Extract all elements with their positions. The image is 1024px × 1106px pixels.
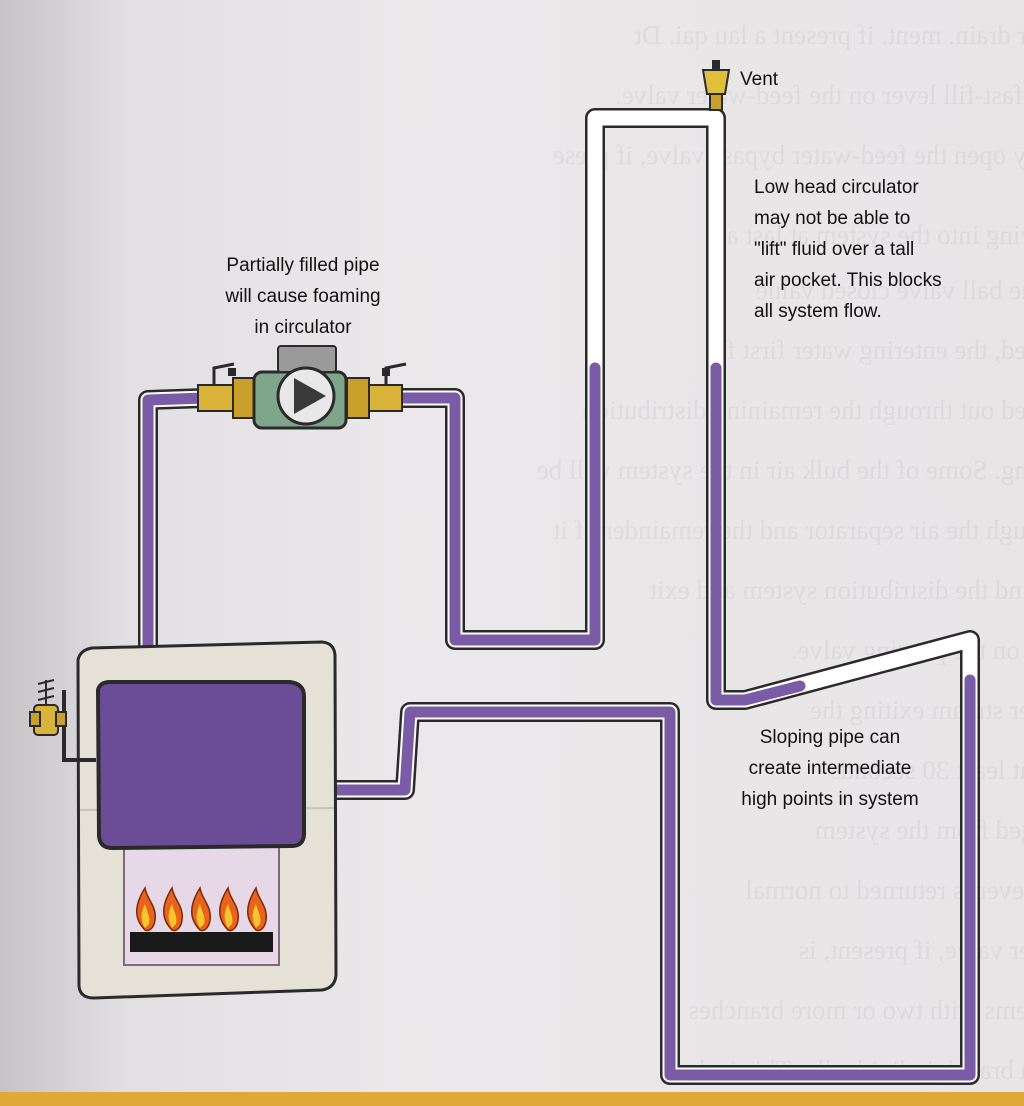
low-head-callout: Low head circulator may not be able to "… bbox=[754, 172, 942, 327]
flame-core-icon bbox=[168, 904, 177, 928]
vent-label: Vent bbox=[740, 69, 779, 90]
heat-exchanger bbox=[95, 680, 306, 851]
vent-icon bbox=[701, 60, 731, 111]
burner-bar bbox=[130, 932, 273, 952]
main-pipe-fluid bbox=[710, 362, 806, 706]
partial-fill-line: will cause foaming bbox=[225, 286, 381, 307]
sloping-callout: Sloping pipe can create intermediate hig… bbox=[700, 722, 960, 815]
boiler bbox=[29, 640, 338, 1000]
flame-core-icon bbox=[224, 904, 233, 928]
page-bottom-edge bbox=[0, 1092, 1024, 1106]
pipe-network bbox=[138, 108, 980, 1085]
sloping-line: Sloping pipe can bbox=[759, 727, 901, 748]
partial-fill-callout: Partially filled pipe will cause foaming… bbox=[188, 250, 418, 343]
supply-pipe-fluid bbox=[142, 392, 211, 696]
flame-icon bbox=[136, 885, 267, 932]
main-pipe-fluid bbox=[394, 362, 601, 646]
low-head-line: air pocket. This blocks bbox=[754, 270, 942, 291]
circulator-pump bbox=[197, 345, 407, 430]
partial-fill-line: in circulator bbox=[254, 317, 352, 338]
relief-valve-icon bbox=[29, 679, 96, 762]
flame-core-icon bbox=[196, 904, 205, 928]
low-head-line: may not be able to bbox=[754, 208, 911, 229]
flame-core-icon bbox=[141, 904, 150, 928]
sloping-line: create intermediate bbox=[748, 758, 912, 779]
pump-direction-icon bbox=[294, 378, 326, 414]
flame-core-icon bbox=[252, 904, 261, 928]
low-head-line: Low head circulator bbox=[754, 177, 919, 198]
partial-fill-line: Partially filled pipe bbox=[226, 255, 380, 276]
sloping-line: high points in system bbox=[741, 789, 919, 810]
low-head-line: all system flow. bbox=[754, 301, 882, 322]
low-head-line: "lift" fluid over a tall bbox=[754, 239, 915, 260]
return-pipe-fluid bbox=[294, 674, 976, 1081]
